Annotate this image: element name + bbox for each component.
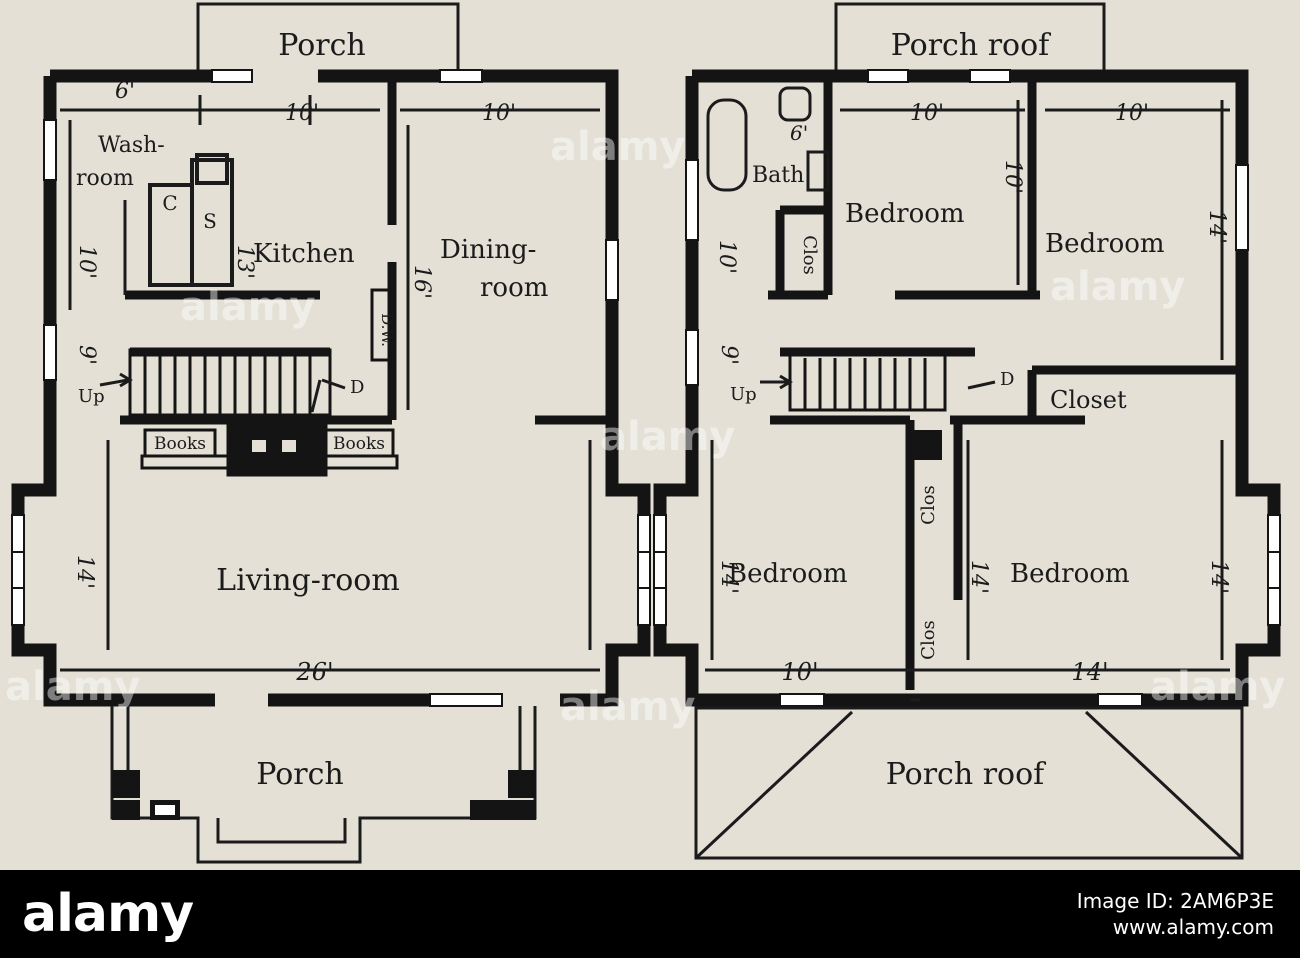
bedroom-2-label: Bedroom bbox=[1045, 229, 1165, 259]
books-left-label: Books bbox=[154, 434, 206, 454]
dining-room-label-1: Dining- bbox=[440, 235, 536, 265]
dim-26-label: 26' bbox=[295, 658, 333, 686]
second-floor-plan: Porch roof Bath Bedroom Bedroom Bedroom … bbox=[653, 2, 1281, 860]
dumbwaiter-label: D.W. bbox=[378, 313, 396, 347]
up-label: Up bbox=[78, 386, 105, 407]
dim-10-side-label: 10' bbox=[74, 245, 99, 279]
dim-14c-label: 14' bbox=[1206, 560, 1231, 594]
dining-room-label-2: room bbox=[480, 273, 548, 303]
dim-10a-label: 10' bbox=[285, 101, 319, 126]
dim-14-bottom-label: 14' bbox=[1071, 658, 1108, 686]
porch-top-label: Porch bbox=[278, 28, 366, 63]
alamy-logo[interactable]: alamy bbox=[22, 884, 194, 944]
sink-label: S bbox=[203, 209, 217, 233]
dim-6-label: 6' bbox=[115, 79, 135, 104]
bedroom-4-label: Bedroom bbox=[1010, 559, 1130, 589]
clos-3-label: Clos bbox=[918, 620, 939, 660]
wash-room-label-1: Wash- bbox=[98, 133, 165, 158]
clos-2-label: Clos bbox=[918, 485, 939, 525]
dim-6a-label: 6' bbox=[790, 121, 808, 145]
watermark-overlay: alamy alamy alamy alamy alamy alamy alam… bbox=[5, 124, 1285, 730]
watermark-text: alamy bbox=[5, 664, 140, 710]
dim-10b-label-2: 10' bbox=[1115, 101, 1149, 126]
dim-10a-label-2: 10' bbox=[910, 101, 944, 126]
porch-roof-top-label: Porch roof bbox=[891, 28, 1051, 63]
watermark-text: alamy bbox=[180, 284, 315, 330]
floor-plan-image: Porch Wash- room Kitchen Dining- room Li… bbox=[0, 0, 1300, 870]
kitchen-label: Kitchen bbox=[253, 239, 355, 269]
dim-10-side-label-2: 10' bbox=[714, 240, 739, 274]
first-floor-plan: Porch Wash- room Kitchen Dining- room Li… bbox=[11, 2, 651, 864]
watermark-text: alamy bbox=[550, 124, 685, 170]
image-info: Image ID: 2AM6P3E www.alamy.com bbox=[1077, 888, 1274, 940]
floor-plans: Porch Wash- room Kitchen Dining- room Li… bbox=[5, 2, 1285, 864]
clos-1-label: Clos bbox=[799, 235, 820, 275]
dim-10-bottom-label: 10' bbox=[781, 658, 818, 686]
dim-16-label: 16' bbox=[409, 265, 434, 299]
bedroom-1-label: Bedroom bbox=[845, 199, 965, 229]
door-label: D bbox=[350, 377, 364, 398]
wash-room-label-2: room bbox=[76, 166, 134, 191]
closet-label: Closet bbox=[1050, 386, 1127, 414]
dim-10-bed-label: 10' bbox=[1000, 160, 1025, 194]
site-url-link[interactable]: www.alamy.com bbox=[1112, 915, 1274, 939]
watermark-text: alamy bbox=[560, 684, 695, 730]
door-label-2: D bbox=[1000, 369, 1014, 390]
bedroom-3-label: Bedroom bbox=[728, 559, 848, 589]
porch-roof-bottom-label: Porch roof bbox=[886, 757, 1046, 792]
dim-10b-label: 10' bbox=[482, 101, 516, 126]
living-room-label: Living-room bbox=[216, 563, 400, 598]
dim-14a-label: 14' bbox=[716, 560, 741, 594]
porch-bottom-label: Porch bbox=[256, 757, 344, 792]
books-right-label: Books bbox=[333, 434, 385, 454]
stock-footer-bar: alamy Image ID: 2AM6P3E www.alamy.com bbox=[0, 870, 1300, 958]
watermark-text: alamy bbox=[1150, 664, 1285, 710]
dim-9-label: 9' bbox=[74, 345, 99, 365]
watermark-text: alamy bbox=[1050, 264, 1185, 310]
dim-13-label: 13' bbox=[232, 245, 257, 279]
dim-14-label: 14' bbox=[72, 555, 97, 589]
dim-14b-label: 14' bbox=[966, 560, 991, 594]
bath-label: Bath bbox=[752, 163, 804, 188]
watermark-text: alamy bbox=[600, 414, 735, 460]
up-label-2: Up bbox=[730, 384, 757, 405]
dim-14-side-label: 14' bbox=[1204, 210, 1229, 244]
dim-9-label-2: 9' bbox=[716, 345, 741, 365]
image-id-text: Image ID: 2AM6P3E bbox=[1076, 889, 1274, 913]
cupboard-label: C bbox=[162, 191, 177, 215]
